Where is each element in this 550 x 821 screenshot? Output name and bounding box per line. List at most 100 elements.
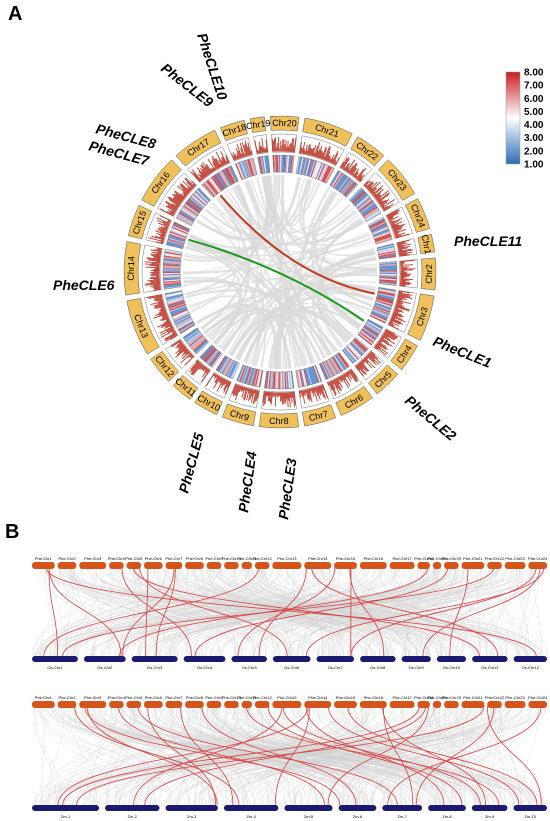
chromosome-chr24: Chr24	[367, 198, 431, 245]
heatmap-cell	[245, 159, 252, 177]
phe-chromosome-bar	[304, 701, 332, 708]
density-bar	[324, 147, 331, 161]
density-bar	[149, 277, 160, 280]
cle-synteny-line	[237, 566, 336, 657]
heatmap-cell	[379, 274, 397, 277]
legend-tick-label: 8.00	[524, 68, 544, 79]
density-bar	[221, 160, 225, 166]
heatmap-cell	[372, 228, 390, 236]
heatmap-cell	[182, 206, 198, 217]
heatmap-cell	[307, 367, 314, 385]
density-bar	[159, 235, 165, 238]
density-bar	[370, 187, 378, 194]
heatmap-cell	[194, 340, 208, 354]
chromosome-chr7: Chr7	[295, 365, 337, 427]
density-bar	[237, 150, 242, 159]
density-bar	[364, 357, 376, 369]
chromosome-box	[420, 257, 437, 291]
heatmap-cell	[208, 351, 220, 366]
cle-synteny-line	[449, 566, 469, 657]
heatmap-cell	[272, 371, 275, 389]
synteny-line	[56, 566, 189, 657]
heatmap-cell	[236, 162, 244, 180]
density-bar	[368, 353, 376, 360]
heatmap-cell	[165, 249, 182, 254]
heatmap-track	[295, 156, 335, 184]
density-bar	[343, 167, 346, 170]
density-bar	[248, 388, 252, 401]
density-bar	[216, 374, 219, 378]
cle-synteny-line	[62, 705, 420, 806]
density-bar	[175, 345, 186, 354]
density-bar	[364, 184, 368, 188]
heatmap-cell	[169, 231, 187, 239]
heatmap-cell	[193, 338, 207, 352]
synteny-line	[488, 566, 526, 657]
density-bar	[165, 318, 170, 321]
synteny-line	[176, 705, 324, 806]
density-bar	[375, 194, 381, 199]
density-bar	[155, 241, 164, 244]
heatmap-cell	[328, 359, 338, 375]
heatmap-track	[295, 365, 323, 388]
density-bar	[189, 361, 200, 373]
heatmap-cell	[311, 160, 319, 178]
synteny-line	[92, 705, 136, 806]
synteny-line	[91, 705, 524, 806]
synteny-link	[189, 204, 351, 250]
density-bar	[378, 341, 387, 348]
density-bar	[162, 226, 168, 230]
synteny-line	[60, 566, 250, 657]
density-bar	[214, 167, 217, 171]
density-bar	[363, 358, 373, 369]
density-bar	[254, 140, 258, 154]
density-bar	[214, 158, 221, 168]
synteny-line	[53, 705, 398, 806]
synteny-line	[259, 705, 416, 806]
synteny-line	[92, 566, 140, 657]
density-bar	[391, 224, 398, 228]
heatmap-cell	[197, 187, 211, 201]
cle-synteny-line	[76, 705, 485, 806]
phe-chromosome-label: Phe-Chr17	[392, 695, 412, 700]
density-bar	[363, 358, 369, 363]
other-chromosome-bar	[401, 656, 431, 662]
density-bar	[145, 282, 161, 285]
density-bar	[366, 182, 374, 190]
chromosome-box	[150, 351, 180, 382]
heatmap-cell	[373, 230, 390, 238]
heatmap-cell	[203, 347, 216, 362]
heatmap-cell	[166, 295, 184, 302]
density-bar	[180, 193, 186, 198]
phe-chromosome-bar	[185, 701, 204, 708]
heatmap-cell	[210, 352, 222, 367]
synteny-line	[118, 566, 408, 657]
density-bar	[160, 322, 172, 329]
synteny-line	[349, 566, 520, 657]
density-bar	[358, 362, 368, 372]
density-bar	[304, 144, 308, 155]
other-chromosome-bar	[105, 805, 160, 811]
density-bar	[155, 305, 165, 310]
density-bar	[168, 196, 181, 205]
heatmap-cell	[348, 343, 362, 357]
heatmap-cell	[173, 221, 190, 231]
synteny-line	[120, 705, 539, 806]
synteny-link	[219, 175, 276, 231]
heatmap-cell	[166, 241, 184, 247]
density-bar	[243, 387, 249, 401]
cle-synteny-line	[45, 566, 537, 657]
synteny-line	[100, 566, 261, 657]
density-bar	[390, 319, 401, 325]
heatmap-cell	[348, 344, 361, 358]
cle-link-red	[219, 194, 375, 295]
phe-chromosome-bar	[109, 701, 124, 708]
density-bar	[264, 391, 267, 405]
density-bar	[172, 210, 176, 213]
synteny-link	[185, 289, 350, 342]
density-bar	[173, 197, 182, 204]
density-bar	[334, 161, 337, 165]
heatmap-cell	[282, 155, 285, 173]
heatmap-cell	[172, 312, 189, 321]
